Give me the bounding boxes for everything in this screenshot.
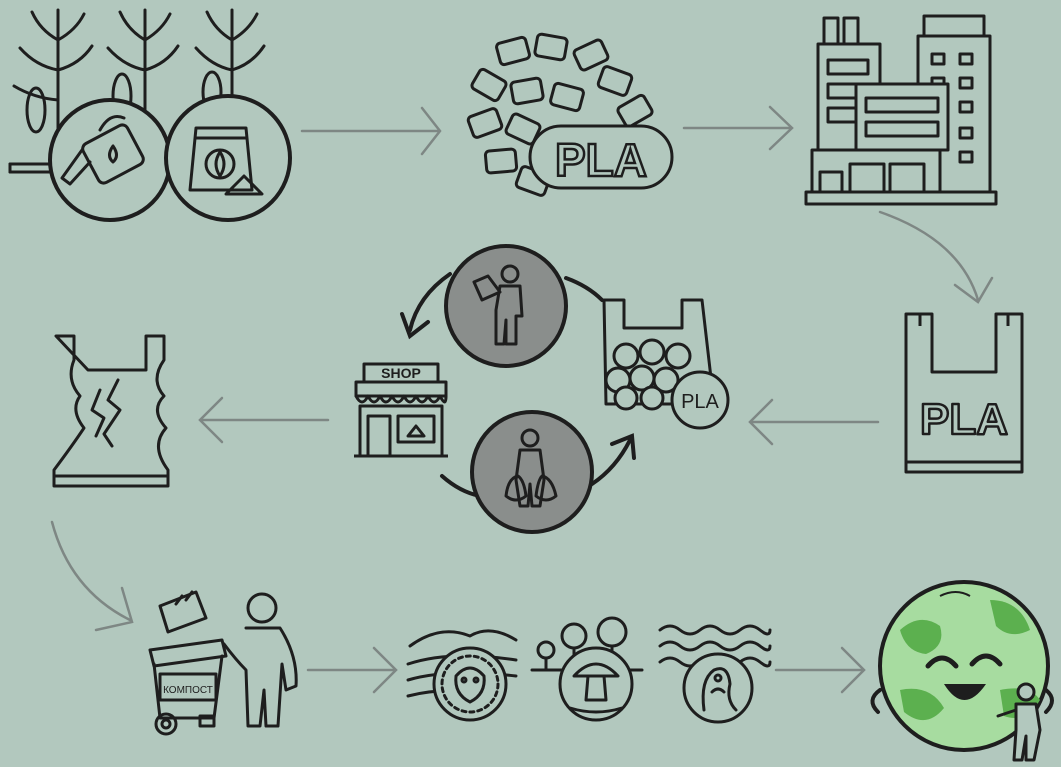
shopper-circle xyxy=(470,410,594,534)
pla-bag-label: PLA xyxy=(920,395,1008,444)
happy-earth-icon xyxy=(870,580,1054,762)
bag-of-apples-icon: PLA xyxy=(602,298,730,430)
person-with-bag-circle xyxy=(444,244,568,368)
arrow-corn-to-pellets xyxy=(300,106,442,156)
torn-bag-icon xyxy=(52,334,170,488)
forest-fungi-icon xyxy=(530,616,644,722)
pla-badge-label: PLA xyxy=(681,391,719,413)
person-composting-icon: КОМПОСТ xyxy=(148,590,298,736)
arrow-torn-bag-to-compost xyxy=(50,520,134,632)
pla-pellets-label-pill: PLA xyxy=(528,124,674,190)
soil-microbes-icon xyxy=(406,629,518,722)
watering-can-circle xyxy=(48,98,172,222)
factory-icon xyxy=(804,14,998,206)
arrow-shop-to-torn-bag xyxy=(198,396,330,444)
water-microbes-icon xyxy=(658,624,772,724)
person-holding-bag-icon xyxy=(472,264,524,346)
arrow-pellets-to-factory xyxy=(682,105,794,151)
small-person-icon xyxy=(996,682,1042,762)
fertilizer-circle xyxy=(164,94,292,222)
compost-bin-label: КОМПОСТ xyxy=(163,685,213,696)
arrow-compost-to-microbes xyxy=(306,646,398,694)
arrow-microbes-to-earth xyxy=(774,646,866,694)
flow-arrows xyxy=(50,105,994,694)
shop-sign-label: SHOP xyxy=(381,365,421,381)
pla-bag-icon: PLA xyxy=(904,312,1024,474)
arrow-bag-to-cycle xyxy=(748,398,880,446)
person-carrying-bags-icon xyxy=(504,428,558,508)
watering-can-icon xyxy=(60,115,145,186)
arrow-factory-to-bag xyxy=(878,210,994,304)
pla-pellets-icon xyxy=(466,32,654,197)
fertilizer-bag-icon xyxy=(188,126,264,196)
shop-icon: SHOP xyxy=(354,362,448,458)
pla-pellets-label: PLA xyxy=(555,134,647,186)
